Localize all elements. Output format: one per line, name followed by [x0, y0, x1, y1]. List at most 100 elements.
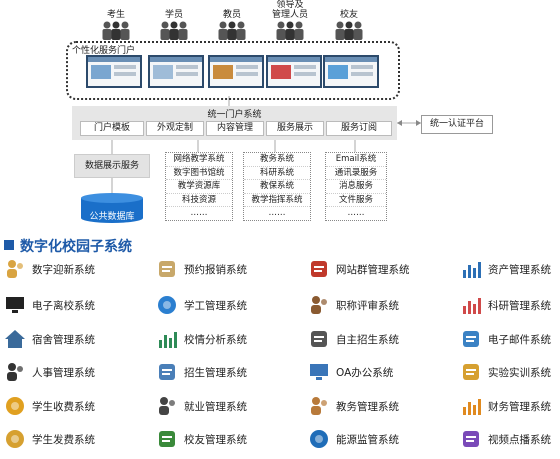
- coin-icon: [6, 430, 24, 448]
- subsystem-item[interactable]: OA办公系统: [308, 360, 393, 384]
- network-icon: [311, 261, 327, 277]
- portal-thumbnail: [148, 55, 204, 88]
- unified-portal-button: 门户模板: [80, 121, 144, 136]
- person-desk-icon: [7, 260, 23, 278]
- subsystem-label: 学工管理系统: [184, 299, 247, 312]
- magnifier-icon: [463, 364, 479, 380]
- database-icon: [81, 193, 143, 223]
- portal-thumbnail: [86, 55, 142, 88]
- bar-chart-icon: [463, 262, 481, 278]
- unified-portal-title: 统一门户系统: [207, 110, 262, 120]
- unified-portal-button: 内容管理: [206, 121, 264, 136]
- subsystem-item[interactable]: 校友管理系统: [156, 427, 247, 451]
- pie-chart-icon: [463, 298, 481, 314]
- portal-thumbnail: [208, 55, 264, 88]
- connector-lines: [111, 96, 421, 193]
- pen-icon: [311, 331, 327, 347]
- earth-icon: [310, 430, 328, 448]
- subsystem-item[interactable]: 招生管理系统: [156, 360, 247, 384]
- book-icon: [159, 261, 175, 277]
- user-group: 考生: [88, 0, 144, 40]
- house-icon: [5, 330, 25, 348]
- arrow-left: [397, 120, 402, 126]
- unified-portal-button: 服务展示: [266, 121, 324, 136]
- service-item: 通讯录服务: [326, 167, 386, 180]
- subsystem-label: 网站群管理系统: [336, 263, 410, 276]
- users-icon: [276, 21, 304, 40]
- users-icon: [102, 21, 130, 40]
- subsystem-item[interactable]: 财务管理系统: [460, 394, 551, 418]
- subsystem-item[interactable]: 学工管理系统: [156, 293, 247, 317]
- service-item: 科研系统: [244, 167, 310, 180]
- users-icon: [7, 363, 23, 381]
- service-item: 文件服务: [326, 194, 386, 207]
- subsystem-item[interactable]: 自主招生系统: [308, 327, 399, 351]
- subsystem-label: 自主招生系统: [336, 333, 399, 346]
- section-title: 数字化校园子系统: [20, 239, 132, 255]
- subsystem-item[interactable]: 电子邮件系统: [460, 327, 551, 351]
- subsystem-item[interactable]: 宿舍管理系统: [4, 327, 95, 351]
- user-group-label: 学员: [164, 10, 183, 20]
- subsystem-item[interactable]: 科研管理系统: [460, 293, 551, 317]
- subsystem-item[interactable]: 学生收费系统: [4, 394, 95, 418]
- users-icon: [160, 21, 188, 40]
- subsystem-item[interactable]: 学生发费系统: [4, 427, 95, 451]
- user-group-label: 领导及管理人员: [271, 0, 308, 20]
- subsystem-label: 就业管理系统: [184, 400, 247, 413]
- service-item: 教保系统: [244, 180, 310, 194]
- subsystem-item[interactable]: 电子离校系统: [4, 293, 95, 317]
- subsystem-item[interactable]: 校情分析系统: [156, 327, 247, 351]
- globe-icon: [158, 296, 176, 314]
- subsystem-item[interactable]: 资产管理系统: [460, 257, 551, 281]
- subsystem-label: 教务管理系统: [336, 400, 399, 413]
- user-group: 校友: [321, 0, 377, 40]
- user-group-label: 考生: [106, 10, 125, 20]
- subsystem-item[interactable]: 职称评审系统: [308, 293, 399, 317]
- service-column: Email系统通讯录服务消息服务文件服务……: [325, 152, 387, 221]
- subsystem-label: 电子离校系统: [32, 299, 95, 312]
- subsystem-item[interactable]: 实验实训系统: [460, 360, 551, 384]
- teacher-icon: [311, 397, 327, 415]
- subsystem-item[interactable]: 就业管理系统: [156, 394, 247, 418]
- subsystem-item[interactable]: 视频点播系统: [460, 427, 551, 451]
- auth-platform-box: 统一认证平台: [421, 115, 493, 134]
- service-item: 消息服务: [326, 180, 386, 194]
- subsystem-label: 电子邮件系统: [488, 333, 551, 346]
- subsystem-label: 学生收费系统: [32, 400, 95, 413]
- video-icon: [463, 431, 479, 447]
- subsystem-item[interactable]: 网站群管理系统: [308, 257, 410, 281]
- subsystem-label: 科研管理系统: [488, 299, 551, 312]
- subsystem-label: OA办公系统: [336, 366, 394, 379]
- subsystem-label: 校情分析系统: [184, 333, 247, 346]
- yen-icon: [6, 397, 24, 415]
- users-icon: [218, 21, 246, 40]
- monitor-icon: [310, 364, 328, 380]
- data-display-service: 数据展示服务: [74, 154, 150, 178]
- subsystem-label: 实验实训系统: [488, 366, 551, 379]
- section-marker: [4, 240, 14, 250]
- unified-portal-button: 外观定制: [146, 121, 204, 136]
- user-group: 教员: [204, 0, 260, 40]
- subsystem-item[interactable]: 教务管理系统: [308, 394, 399, 418]
- service-item: 教学资源库: [166, 180, 232, 194]
- portal-label: 个性化服务门户: [72, 46, 136, 56]
- service-item: 数字图书馆统: [166, 167, 232, 180]
- subsystem-label: 数字迎新系统: [32, 263, 95, 276]
- service-item: 科技资源: [166, 194, 232, 207]
- subsystem-item[interactable]: 人事管理系统: [4, 360, 95, 384]
- subsystem-label: 财务管理系统: [488, 400, 551, 413]
- portal-thumbnail: [323, 55, 379, 88]
- line-chart-icon: [159, 332, 177, 348]
- service-item: Email系统: [326, 153, 386, 167]
- subsystem-label: 资产管理系统: [488, 263, 551, 276]
- subsystem-label: 学生发费系统: [32, 433, 95, 446]
- subsystem-item[interactable]: 预约报销系统: [156, 257, 247, 281]
- service-column: 网络教学系统数字图书馆统教学资源库科技资源……: [165, 152, 233, 221]
- subsystem-item[interactable]: 能源监管系统: [308, 427, 399, 451]
- service-item: 网络教学系统: [166, 153, 232, 167]
- screen-icon: [6, 297, 24, 313]
- unified-portal-button: 服务订阅: [326, 121, 392, 136]
- subsystem-item[interactable]: 数字迎新系统: [4, 257, 95, 281]
- user-group: 领导及管理人员: [262, 0, 318, 40]
- subsystem-label: 职称评审系统: [336, 299, 399, 312]
